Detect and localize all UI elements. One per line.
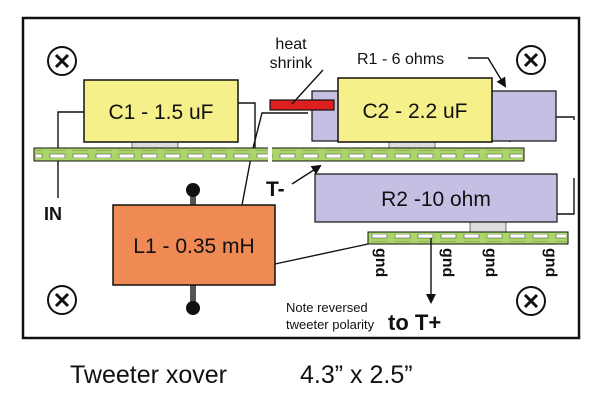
t-minus-arrow — [291, 164, 322, 185]
wire-in — [57, 111, 84, 198]
gnd-label: gnd — [439, 248, 456, 277]
wire-l1-top — [241, 112, 308, 206]
l1-post-top — [186, 183, 200, 206]
screw-icon — [516, 286, 546, 316]
main-strip-gap — [268, 147, 272, 162]
wire-r1-right — [556, 116, 575, 120]
gnd-label: gnd — [372, 248, 389, 277]
screw-icon — [47, 285, 77, 315]
c1-capacitor — [83, 79, 239, 143]
t-minus-label: T- — [266, 178, 285, 201]
c2-label: C2 - 2.2 uF — [362, 100, 467, 123]
screw-icon — [516, 45, 546, 75]
caption-dimensions: 4.3” x 2.5” — [300, 361, 413, 389]
wire-c1-strip — [238, 102, 256, 152]
heat-label: heat — [275, 36, 307, 53]
c1-label: C1 - 1.5 uF — [108, 101, 213, 124]
r1-leader — [468, 57, 507, 88]
ground-strip-slots — [370, 234, 566, 242]
shrink-label: shrink — [270, 55, 314, 72]
r2-label: R2 -10 ohm — [381, 188, 491, 211]
wire-l1-right — [274, 243, 369, 265]
to-t-plus-label: to T+ — [388, 310, 441, 335]
gnd-label: gnd — [542, 248, 559, 277]
screw-icon — [47, 46, 77, 76]
caption-title: Tweeter xover — [70, 361, 227, 389]
wire-r2-right — [557, 178, 575, 215]
c2-capacitor — [337, 77, 493, 143]
l1-label: L1 - 0.35 mH — [133, 235, 254, 258]
heat-shrink — [269, 99, 335, 111]
note-line2: tweeter polarity — [286, 317, 375, 332]
r2-resistor — [314, 173, 558, 223]
l1-post-bottom — [186, 284, 200, 315]
l1-inductor — [112, 204, 276, 286]
note-line1: Note reversed — [286, 300, 368, 315]
r1-label: R1 - 6 ohms — [357, 51, 444, 68]
main-strip-slots — [36, 150, 522, 158]
in-label: IN — [44, 204, 62, 224]
gnd-label: gnd — [482, 248, 499, 277]
heat-shrink-leader — [291, 69, 324, 105]
